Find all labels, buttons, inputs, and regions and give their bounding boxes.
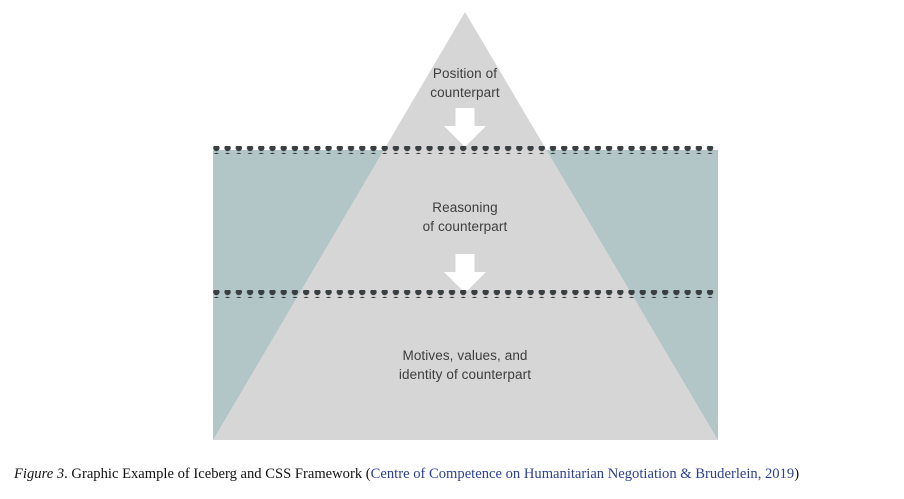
caption-title: Graphic Example of Iceberg and CSS Frame… (71, 466, 366, 482)
caption-open-paren: ( (365, 466, 371, 482)
caption-separator: . (64, 466, 72, 482)
iceberg-diagram-svg (213, 12, 718, 440)
down-arrow-icon-1 (444, 108, 486, 147)
iceberg-diagram: Position of counterpart Reasoning of cou… (213, 12, 718, 440)
caption-close-paren: ) (794, 466, 800, 482)
dotted-waterline-2 (213, 290, 718, 298)
caption-figure-number: Figure 3 (14, 466, 65, 482)
caption-citation-link[interactable]: Centre of Competence on Humanitarian Neg… (370, 466, 758, 482)
dotted-waterline-1 (213, 146, 718, 154)
down-arrow-icon-2 (444, 254, 486, 293)
caption-citation-year[interactable]: , 2019 (757, 466, 795, 482)
figure-caption: Figure 3. Graphic Example of Iceberg and… (14, 464, 904, 484)
iceberg-triangle (213, 12, 718, 440)
